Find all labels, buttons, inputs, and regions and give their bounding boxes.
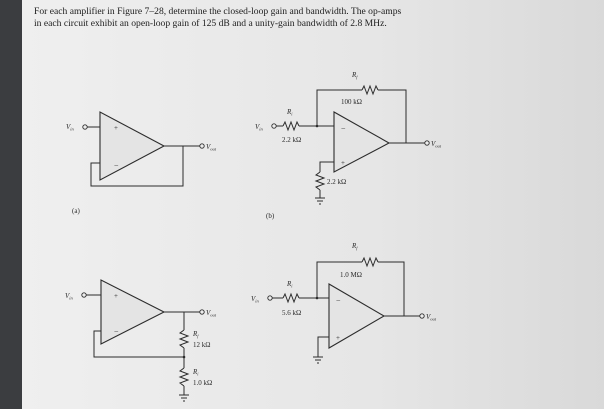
ri-name-b: Ri <box>286 108 293 117</box>
plus-input-d: + <box>336 334 340 342</box>
circuit-a: Vin + − Vout (a) <box>66 111 217 215</box>
vin-terminal-b <box>271 123 277 129</box>
vin-terminal-a <box>82 124 88 130</box>
rf-value-c: 12 kΩ <box>193 341 210 349</box>
rf-name-b: Rf <box>351 71 358 80</box>
op-amp-c <box>100 279 166 345</box>
textbook-page <box>22 0 604 409</box>
minus-input-a: − <box>114 161 119 170</box>
vout-terminal-a <box>199 143 205 149</box>
vout-label-c: Vout <box>206 309 217 318</box>
rf-name-c: Rf <box>192 330 199 339</box>
op-amp-d <box>328 283 386 349</box>
plus-input-a: + <box>114 124 118 132</box>
circuit-d: Vin Ri 5.6 kΩ Rf 1.0 MΩ − + Vout <box>251 242 437 364</box>
ri-name-d: Ri <box>286 280 293 289</box>
op-amp-b <box>333 111 391 173</box>
resistor-ri-b <box>282 120 300 132</box>
vout-terminal-d <box>419 313 425 319</box>
vin-label-b: Vin <box>255 123 264 132</box>
rf-value-d: 1.0 MΩ <box>340 271 362 279</box>
vin-terminal-c <box>81 292 87 298</box>
vin-terminal-d <box>267 295 273 301</box>
resistor-rg-b <box>314 171 326 191</box>
resistor-ri-c <box>178 367 190 387</box>
ri-value-b: 2.2 kΩ <box>282 136 301 144</box>
figure-label-b: (b) <box>266 212 275 220</box>
vin-label-a: Vin <box>66 123 75 132</box>
ri-value-c: 1.0 kΩ <box>193 379 212 387</box>
figure-label-a: (a) <box>72 207 80 215</box>
op-amp-a <box>99 111 166 181</box>
vout-label-a: Vout <box>206 143 217 152</box>
vout-terminal-c <box>199 309 205 315</box>
resistor-rf-d <box>361 256 379 268</box>
resistor-ri-d <box>282 292 300 304</box>
minus-input-b: − <box>341 124 346 133</box>
rg-value-b: 2.2 kΩ <box>327 178 346 186</box>
plus-input-b: + <box>341 159 345 167</box>
problem-statement: For each amplifier in Figure 7–28, deter… <box>34 6 554 30</box>
rf-name-d: Rf <box>351 242 358 251</box>
vout-label-d: Vout <box>426 313 437 322</box>
resistor-rf-c <box>178 329 190 349</box>
minus-input-d: − <box>336 296 341 305</box>
vin-label-c: Vin <box>65 292 74 301</box>
plus-input-c: + <box>114 292 118 300</box>
circuit-b: Vin Ri 2.2 kΩ Rf 100 kΩ − + Vout 2.2 kΩ … <box>255 71 442 220</box>
vout-label-b: Vout <box>431 140 442 149</box>
resistor-rf-b <box>361 84 379 96</box>
problem-line-1: For each amplifier in Figure 7–28, deter… <box>34 6 402 17</box>
vin-label-d: Vin <box>251 295 260 304</box>
problem-line-2: in each circuit exhibit an open-loop gai… <box>34 18 387 29</box>
minus-input-c: − <box>114 327 119 336</box>
circuit-c: Vin + − Vout Rf 12 kΩ Ri 1.0 kΩ <box>65 279 217 402</box>
ri-name-c: Ri <box>192 368 199 377</box>
rf-value-b: 100 kΩ <box>341 98 362 106</box>
ri-value-d: 5.6 kΩ <box>282 309 301 317</box>
vout-terminal-b <box>424 140 430 146</box>
